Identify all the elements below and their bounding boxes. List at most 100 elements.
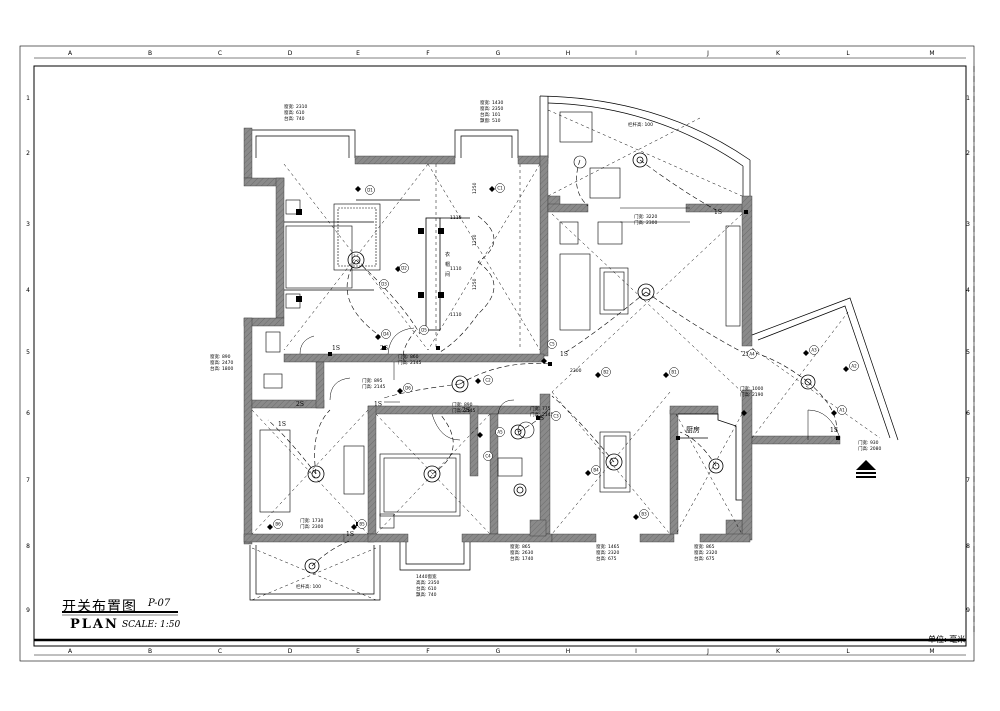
light-tag-circle [669,367,679,377]
light-tag-circle [403,383,413,393]
lamp-kitchen [708,458,724,474]
grid-row-label-4-left: 4 [26,287,30,294]
light-tag-label: A4 [749,352,755,357]
grid-row-label-1-right: 1 [966,95,970,102]
note-window-kitchen-line: 窗宽: 865 [694,543,715,550]
dim-1110-a: 1110 [450,215,462,221]
outer-sheet-border [19,45,975,662]
lamp-bath2 [513,483,527,497]
note-door-d-line: 门高: 2145 [530,411,554,418]
light-tag-circle [547,339,557,349]
note-door-bottom-left-line: 门高: 2300 [300,523,324,530]
grid-col-label-J-bottom: J [706,648,709,655]
entry-arrow [856,460,876,478]
light-tag-circle [809,345,819,355]
light-tag-label: B1 [671,370,677,375]
dim-2300: 2300 [570,368,582,374]
grid-col-label-B-bottom: B [148,648,152,655]
grid-row-label-9-right: 9 [966,607,970,614]
note-door-living-top-line: 门宽: 3220 [634,213,658,220]
walls [243,127,841,545]
note-balcony-bottom: 栏杆高: 100 [296,583,321,590]
grid-col-label-L-bottom: L [846,648,850,655]
light-tag-circle [357,519,367,529]
switch-label: 1S [278,421,286,428]
note-window-kitchen-line: 台高: 675 [694,555,715,562]
room-label-closet-char: 间 [445,271,450,278]
grid-col-label-M-top: M [929,50,934,57]
light-tag-label: A1 [839,408,845,413]
partitions [284,199,470,331]
grid-col-label-K-top: K [776,50,781,57]
note-door-c-line: 门宽: 890 [452,401,473,408]
note-window-bed2-line: 飘窗: 510 [480,117,501,124]
note-window-bed2-line: 台高: 101 [480,111,501,118]
dim-1250-c: 1250 [472,278,478,290]
grid-col-label-G-top: G [496,50,501,57]
note-window-dining-line: 窗宽: 1465 [596,543,620,550]
note-door-right-line: 门高: 2190 [740,391,764,398]
lamp-bed1 [347,251,365,269]
grid-col-label-E-bottom: E [356,648,360,655]
light-tag-circle [639,509,649,519]
grid-row-label-8-left: 8 [26,543,30,550]
grid-row-label-9-left: 9 [26,607,30,614]
note-window-kitchen-line: 窗高: 2320 [694,549,718,556]
grid-row-label-3-right: 3 [966,221,970,228]
switch-label: 2S [462,407,470,414]
pendant-lamps [304,152,816,574]
light-tag-circle [601,367,611,377]
light-tag-label: A3 [811,348,817,353]
grid-col-label-L-top: L [846,50,850,57]
light-tag-label: B2 [603,370,609,375]
light-tag-label: B5 [359,522,365,527]
light-tag-circle [849,361,859,371]
note-door-entry-line: 门宽: 930 [858,439,879,446]
note-window-bed1-line: 台高: 740 [284,115,305,122]
light-tag-label: C4 [485,454,491,459]
grid-row-label-7-right: 7 [966,477,970,484]
light-tag-label: C2 [485,378,491,383]
switch-label: 2S [742,351,750,358]
note-window-bottom-mid-line: 台高: 610 [416,585,437,592]
note-door-d-line: 门宽: 775 [530,405,551,412]
switch-label: 1S [374,401,382,408]
light-tag-circle [419,325,429,335]
note-window-bath-line: 台高: 1740 [510,555,534,562]
lamp-living [637,283,655,301]
light-tag-label: A5 [497,430,503,435]
note-window-left-line: 窗宽: 890 [210,353,231,360]
switch-label: 2S [296,401,304,408]
grid-col-label-J-top: J [706,50,709,57]
light-tag-label: D4 [383,332,389,337]
switch-label: 1S [560,351,568,358]
note-door-b-line: 门高: 2145 [362,383,386,390]
note-window-dining-line: 窗高: 2320 [596,549,620,556]
grid-row-label-5-right: 5 [966,349,970,356]
leader-lines [384,207,690,403]
plan-word: PLAN [70,617,119,632]
lamp-bath [510,424,526,440]
note-window-dining-line: 台高: 675 [596,555,617,562]
light-tag-circle [591,465,601,475]
grid-row-label-5-left: 5 [26,349,30,356]
light-tag-label: B3 [641,512,647,517]
switch-label: 1S [332,345,340,352]
note-balcony-top: 栏杆高: 100 [628,121,653,128]
grid-row-label-1-left: 1 [26,95,30,102]
note-window-left-line: 台高: 1800 [210,365,234,372]
note-window-left-line: 窗高: 2470 [210,359,234,366]
balconies [249,95,899,601]
grid-col-label-K-bottom: K [776,648,781,655]
grid-row-label-6-right: 6 [966,410,970,417]
lamp-study [307,465,325,483]
switch-label: 1S [346,531,354,538]
door-swings [299,327,841,441]
light-tag-circle [495,183,505,193]
light-tag-label: B6 [275,522,281,527]
light-tag-circle [551,411,561,421]
grid-row-label-8-right: 8 [966,543,970,550]
grid-col-label-I-top: I [635,50,637,57]
note-window-bath-line: 窗宽: 865 [510,543,531,550]
